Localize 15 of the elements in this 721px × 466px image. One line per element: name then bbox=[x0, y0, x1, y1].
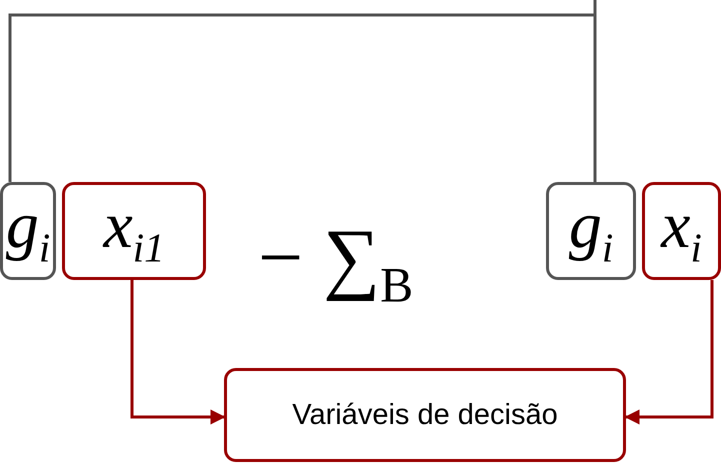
decision-box bbox=[224, 368, 626, 462]
arrow bbox=[624, 280, 714, 424]
connector-line bbox=[8, 14, 596, 182]
math-term: g$_{i}$ bbox=[568, 192, 614, 270]
math-term: g$_{i}$ bbox=[6, 192, 50, 270]
arrow bbox=[130, 280, 226, 424]
term-box bbox=[642, 182, 721, 280]
math-operator: − ∑$_{B}$ bbox=[258, 218, 414, 310]
term-box bbox=[62, 182, 206, 280]
math-term: x$_{i1}$ bbox=[103, 192, 165, 270]
term-box bbox=[0, 182, 56, 280]
math-term: x$_{i}$ bbox=[661, 192, 702, 270]
connector-line bbox=[594, 0, 596, 182]
label-text: Variáveis de decisão bbox=[292, 398, 558, 432]
term-box bbox=[546, 182, 636, 280]
